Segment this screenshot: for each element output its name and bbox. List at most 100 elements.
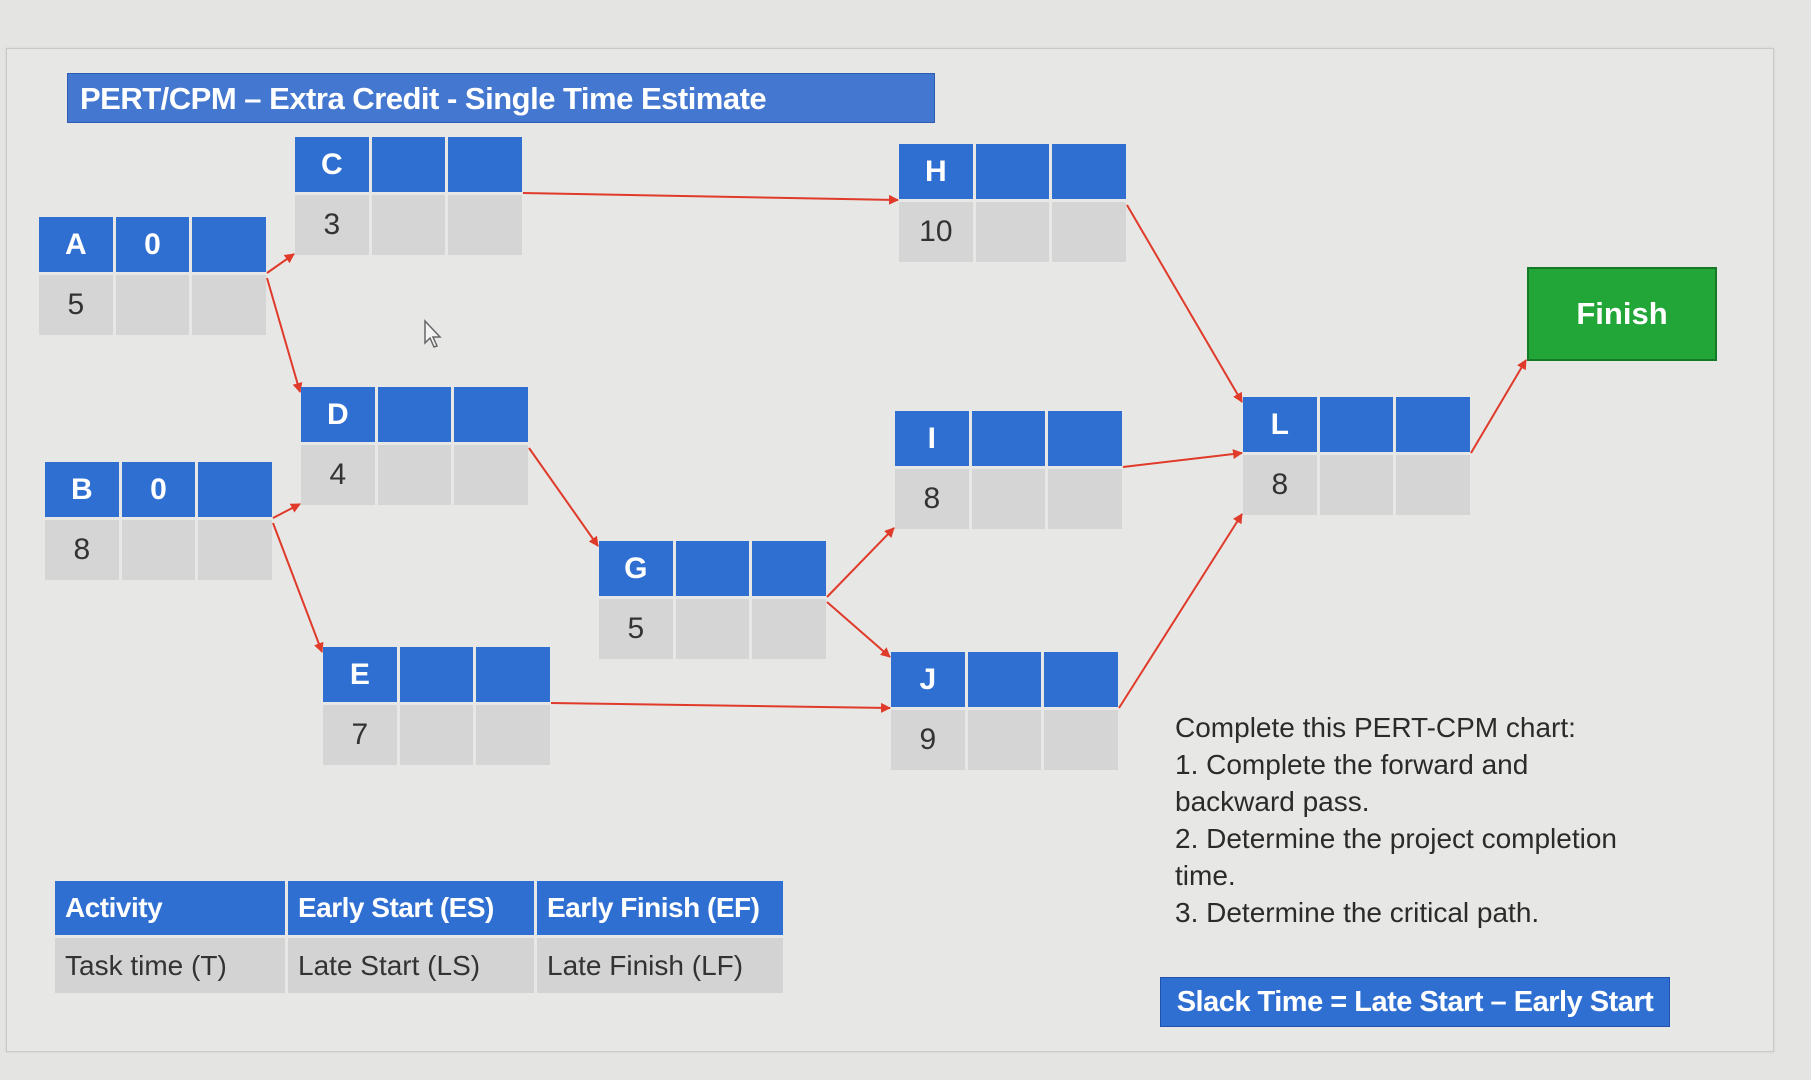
- activity-node-h: H 10: [899, 144, 1127, 262]
- activity-node-e: E 7: [323, 647, 551, 765]
- instruction-item: 2. Determine the project completion time…: [1175, 823, 1617, 891]
- early-finish-cell[interactable]: [1396, 397, 1471, 452]
- activity-node-a: A 0 5: [39, 217, 267, 335]
- late-start-cell[interactable]: [1319, 455, 1394, 515]
- legend-task-time: Task time (T): [55, 938, 285, 993]
- activity-node-b: B 0 8: [45, 462, 273, 580]
- late-start-cell[interactable]: [121, 520, 196, 580]
- task-time-cell: 5: [39, 275, 113, 335]
- activity-name: H: [899, 144, 973, 199]
- late-finish-cell[interactable]: [1052, 202, 1127, 262]
- early-start-cell[interactable]: [377, 387, 452, 442]
- early-finish-cell[interactable]: [1044, 652, 1119, 707]
- early-finish-cell[interactable]: [1048, 411, 1123, 466]
- activity-name: I: [895, 411, 969, 466]
- late-finish-cell[interactable]: [1044, 710, 1119, 770]
- task-time-cell: 5: [599, 599, 673, 659]
- activity-name: C: [295, 137, 369, 192]
- precedence-arrow-h-l: [1126, 204, 1243, 403]
- early-start-cell[interactable]: [971, 411, 1046, 466]
- activity-node-j: J 9: [891, 652, 1119, 770]
- instruction-item: 1. Complete the forward and backward pas…: [1175, 749, 1529, 817]
- instructions-heading: Complete this PERT-CPM chart:: [1175, 712, 1576, 743]
- late-finish-cell[interactable]: [198, 520, 273, 580]
- precedence-arrow-a-d: [266, 277, 303, 393]
- late-finish-cell[interactable]: [448, 195, 523, 255]
- activity-name: L: [1243, 397, 1317, 452]
- task-time-cell: 7: [323, 705, 397, 765]
- arrow-layer: [266, 192, 1527, 713]
- slide: PERT/CPM – Extra Credit - Single Time Es…: [6, 48, 1774, 1052]
- early-finish-cell[interactable]: [752, 541, 827, 596]
- legend-late-finish: Late Finish (LF): [537, 938, 783, 993]
- precedence-arrow-b-d: [272, 503, 301, 519]
- activity-name: G: [599, 541, 673, 596]
- activity-name: D: [301, 387, 375, 442]
- late-start-cell[interactable]: [377, 445, 452, 505]
- task-time-cell: 8: [45, 520, 119, 580]
- early-start-cell[interactable]: 0: [115, 217, 190, 272]
- mouse-pointer-icon: [424, 319, 442, 348]
- late-finish-cell[interactable]: [752, 599, 827, 659]
- precedence-arrow-l-finish: [1470, 359, 1527, 454]
- late-finish-cell[interactable]: [476, 705, 551, 765]
- late-finish-cell[interactable]: [1048, 469, 1123, 529]
- late-finish-cell[interactable]: [1396, 455, 1471, 515]
- activity-node-i: I 8: [895, 411, 1123, 529]
- precedence-arrow-d-g: [528, 447, 599, 547]
- legend-header-early-finish: Early Finish (EF): [537, 881, 783, 935]
- activity-name: J: [891, 652, 965, 707]
- early-start-cell[interactable]: [675, 541, 750, 596]
- instruction-item: 3. Determine the critical path.: [1175, 897, 1540, 928]
- early-start-cell[interactable]: [1319, 397, 1394, 452]
- early-finish-cell[interactable]: [476, 647, 551, 702]
- activity-name: A: [39, 217, 113, 272]
- early-finish-cell[interactable]: [448, 137, 523, 192]
- precedence-arrow-c-h: [522, 192, 899, 205]
- late-start-cell[interactable]: [675, 599, 750, 659]
- late-start-cell[interactable]: [115, 275, 190, 335]
- instructions: Complete this PERT-CPM chart: 1. Complet…: [1175, 709, 1635, 931]
- late-finish-cell[interactable]: [454, 445, 529, 505]
- early-start-cell[interactable]: 0: [121, 462, 196, 517]
- task-time-cell: 8: [1243, 455, 1317, 515]
- early-finish-cell[interactable]: [192, 217, 267, 272]
- late-start-cell[interactable]: [399, 705, 474, 765]
- task-time-cell: 9: [891, 710, 965, 770]
- early-start-cell[interactable]: [975, 144, 1050, 199]
- precedence-arrow-i-l: [1122, 449, 1243, 468]
- legend-header-activity: Activity: [55, 881, 285, 935]
- precedence-arrow-e-j: [550, 702, 891, 713]
- legend-header-early-start: Early Start (ES): [288, 881, 534, 935]
- precedence-arrow-b-e: [272, 522, 324, 653]
- early-start-cell[interactable]: [967, 652, 1042, 707]
- early-start-cell[interactable]: [399, 647, 474, 702]
- activity-name: E: [323, 647, 397, 702]
- task-time-cell: 10: [899, 202, 973, 262]
- activity-node-d: D 4: [301, 387, 529, 505]
- slack-time-note: Slack Time = Late Start – Early Start: [1160, 977, 1670, 1027]
- page-title: PERT/CPM – Extra Credit - Single Time Es…: [67, 73, 935, 123]
- activity-name: B: [45, 462, 119, 517]
- early-start-cell[interactable]: [371, 137, 446, 192]
- finish-node: Finish: [1527, 267, 1717, 361]
- early-finish-cell[interactable]: [454, 387, 529, 442]
- activity-node-c: C 3: [295, 137, 523, 255]
- precedence-arrow-a-c: [266, 253, 295, 274]
- legend-table: Activity Early Start (ES) Early Finish (…: [55, 881, 783, 993]
- late-start-cell[interactable]: [967, 710, 1042, 770]
- precedence-arrow-j-l: [1118, 513, 1243, 709]
- early-finish-cell[interactable]: [1052, 144, 1127, 199]
- late-start-cell[interactable]: [971, 469, 1046, 529]
- early-finish-cell[interactable]: [198, 462, 273, 517]
- task-time-cell: 3: [295, 195, 369, 255]
- activity-node-g: G 5: [599, 541, 827, 659]
- legend-late-start: Late Start (LS): [288, 938, 534, 993]
- task-time-cell: 8: [895, 469, 969, 529]
- activity-node-l: L 8: [1243, 397, 1471, 515]
- late-start-cell[interactable]: [975, 202, 1050, 262]
- late-finish-cell[interactable]: [192, 275, 267, 335]
- precedence-arrow-g-j: [826, 601, 891, 658]
- late-start-cell[interactable]: [371, 195, 446, 255]
- task-time-cell: 4: [301, 445, 375, 505]
